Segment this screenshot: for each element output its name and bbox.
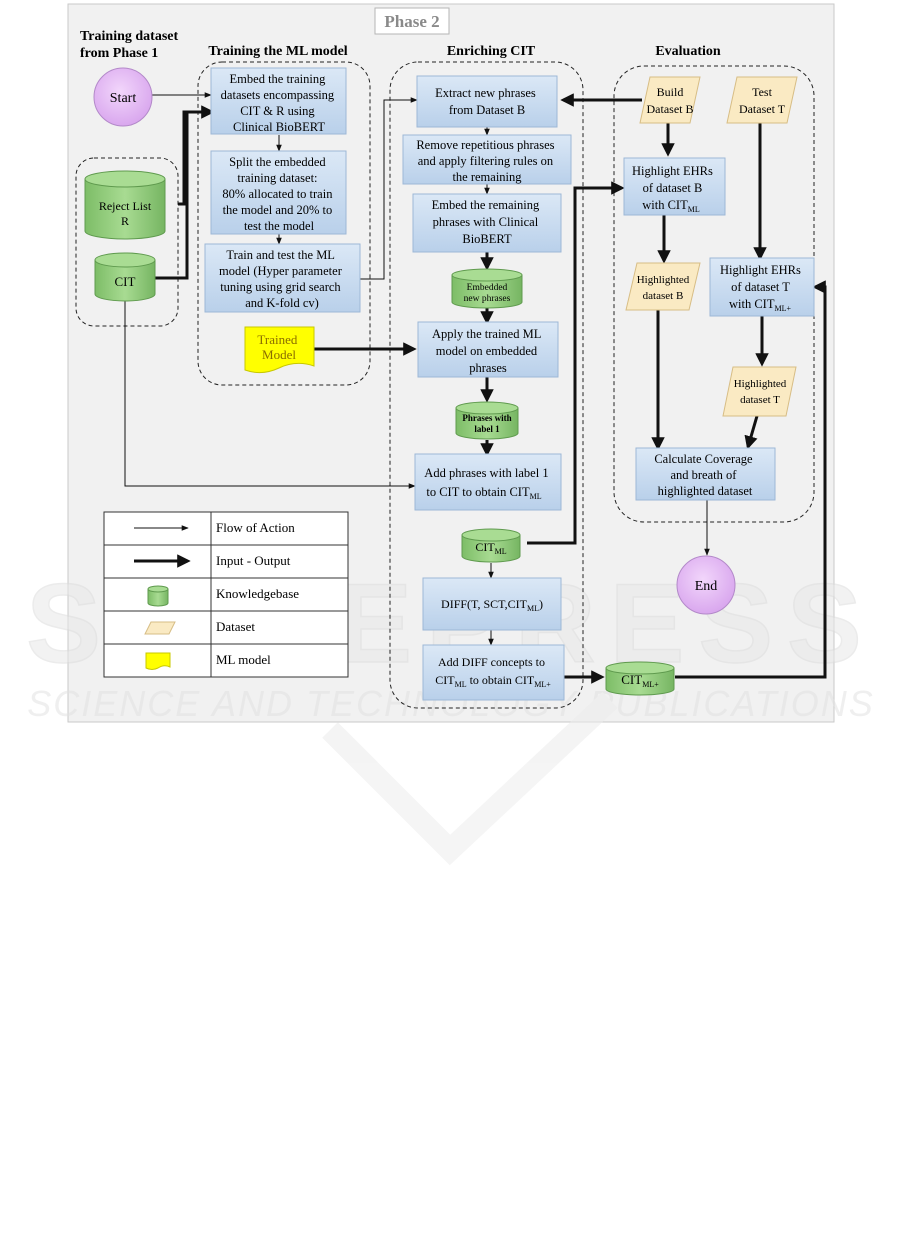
svg-text:Highlight EHRs of datase: Highlight EHRs of dataset B with CITML xyxy=(632,164,716,214)
add-phrases-box: Add phrases with label 1 to CIT to obtai… xyxy=(414,453,562,511)
highlight-b-box: Highlight EHRs of dataset B with CITML xyxy=(623,157,726,216)
header-training-ml: Training the ML model xyxy=(208,44,347,59)
apply-trained-box: Apply the trained ML model on embedded p… xyxy=(417,321,559,378)
split-dataset-box: Split the embedded training dataset: 80%… xyxy=(210,150,347,235)
arrow-citml-to-highlightb xyxy=(527,181,625,545)
embed-remaining-box: Embed the remaining phrases with Clinica… xyxy=(412,193,562,253)
watermark-swoosh xyxy=(322,691,618,866)
svg-text:Highlight EHRs of datase: Highlight EHRs of dataset T with CITML+ xyxy=(720,263,804,313)
svg-text:CITML+: CITML+ xyxy=(621,672,659,689)
cit-ml-cylinder: CITML xyxy=(461,528,521,563)
arrow-cit-to-embed xyxy=(150,112,189,280)
legend-label-2: Knowledgebase xyxy=(216,586,299,601)
connectors xyxy=(124,92,827,684)
phase-title-box xyxy=(374,7,450,35)
svg-text:CITML: CITML xyxy=(475,540,506,556)
arrow-reject-to-embed xyxy=(178,105,215,206)
svg-text:Add DIFF concepts to CIT: Add DIFF concepts to CITML to obtain CIT… xyxy=(435,655,551,689)
svg-text:Embed the training datas: Embed the training datasets encompassing… xyxy=(221,72,338,134)
phase-title: Phase 2 xyxy=(384,12,439,31)
extract-phrases-box: Extract new phrases from Dataset B xyxy=(416,75,558,128)
header-enriching: Enriching CIT xyxy=(447,44,536,59)
group-enriching xyxy=(389,61,584,709)
svg-text:Extract new phrases from: Extract new phrases from Dataset B xyxy=(435,86,539,117)
legend-parallelogram xyxy=(144,621,176,635)
svg-text:Split the embedded train: Split the embedded training dataset: 80%… xyxy=(222,155,335,233)
legend-cylinder xyxy=(147,585,169,607)
start-label: Start xyxy=(110,91,137,106)
calculate-coverage-box: Calculate Coverage and breath of highlig… xyxy=(635,447,776,501)
svg-text:Train and test the ML mo: Train and test the ML model (Hyper param… xyxy=(219,248,345,310)
trained-model-document: Trained Model xyxy=(244,326,315,374)
svg-text:Add phrases with label 1: Add phrases with label 1 to CIT to obtai… xyxy=(424,466,551,501)
legend: Flow of Action Input - Output Knowledgeb… xyxy=(103,511,349,678)
end-node xyxy=(676,555,736,615)
legend-label-3: Dataset xyxy=(216,619,255,634)
legend-label-4: ML model xyxy=(216,652,271,667)
remove-repetitive-box: Remove repetitious phrases and apply fil… xyxy=(402,134,572,185)
arrow-cit-to-add xyxy=(124,301,416,489)
svg-text:DIFF(T, SCT,CITML): DIFF(T, SCT,CITML) xyxy=(441,597,543,613)
arrow-train-to-extract xyxy=(360,97,418,280)
end-label: End xyxy=(695,579,718,594)
group-training xyxy=(197,61,371,386)
header-training-dataset: Training dataset from Phase 1 xyxy=(80,29,182,61)
svg-text:Remove repetitious phrases: Remove repetitious phrases and apply fil… xyxy=(416,138,557,184)
legend-label-1: Input - Output xyxy=(216,553,291,568)
arrow-citmlplus-to-highlightt xyxy=(675,280,827,679)
svg-text:Calculate Coverage and b: Calculate Coverage and breath of highlig… xyxy=(654,452,755,498)
header-evaluation: Evaluation xyxy=(655,44,721,59)
add-diff-box: Add DIFF concepts to CITML to obtain CIT… xyxy=(422,644,565,701)
highlight-t-box: Highlight EHRs of dataset T with CITML+ xyxy=(709,257,815,317)
cit-ml-plus-cylinder: CITML+ xyxy=(605,661,675,696)
start-node xyxy=(93,67,153,127)
svg-text:Apply the trained ML mod: Apply the trained ML model on embedded p… xyxy=(432,327,544,375)
cit-cylinder: CIT xyxy=(94,252,156,302)
train-test-box: Train and test the ML model (Hyper param… xyxy=(204,243,361,313)
svg-text:CIT: CIT xyxy=(115,274,136,289)
legend-document xyxy=(145,652,171,670)
embed-training-box: Embed the training datasets encompassing… xyxy=(210,67,347,135)
group-inputs xyxy=(75,157,179,327)
svg-text:Trained Model: Trained Model xyxy=(257,332,300,362)
legend-label-0: Flow of Action xyxy=(216,520,295,535)
diff-box: DIFF(T, SCT,CITML) xyxy=(422,577,562,631)
svg-text:Embed the remaining phra: Embed the remaining phrases with Clinica… xyxy=(432,198,543,246)
arrow-highlightedt-to-calc xyxy=(744,415,759,450)
